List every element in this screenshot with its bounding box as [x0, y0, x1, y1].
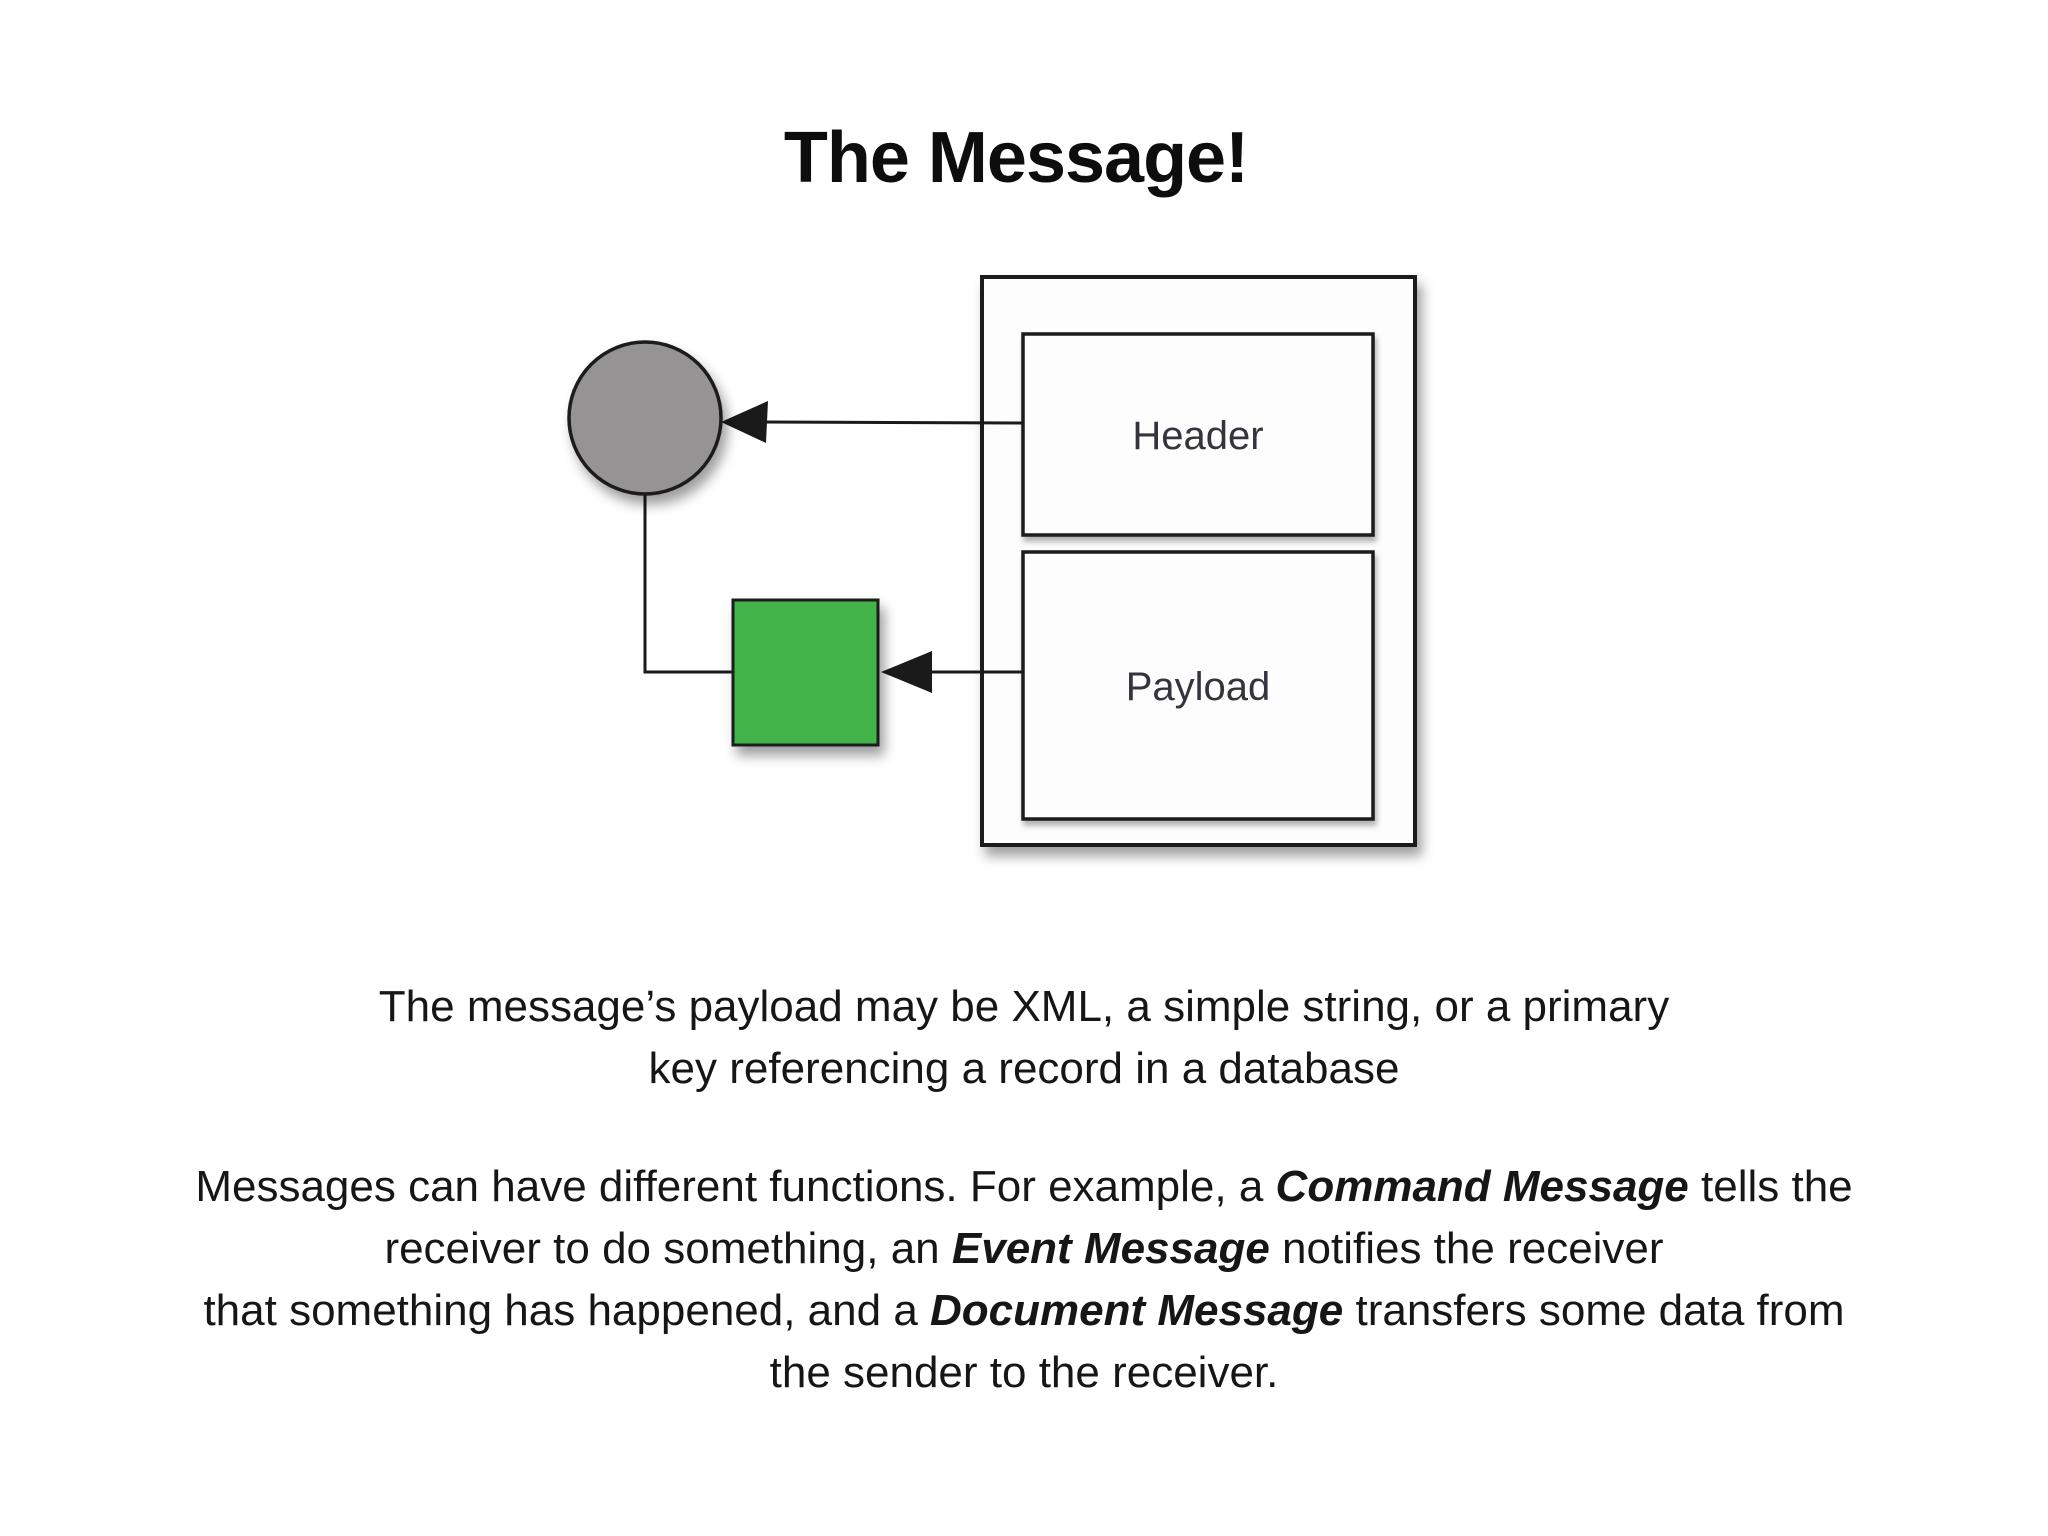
text-segment: the sender to the receiver.: [769, 1348, 1279, 1397]
text-line: the sender to the receiver.: [0, 1342, 2048, 1404]
emphasized-term: Document Message: [930, 1286, 1344, 1335]
header-arrowhead-icon: [721, 401, 768, 443]
text-segment: notifies the receiver: [1269, 1224, 1664, 1273]
text-segment: key referencing a record in a database: [648, 1044, 1400, 1093]
text-line: receiver to do something, an Event Messa…: [0, 1218, 2048, 1280]
header-arrow-line: [763, 420, 1024, 425]
diagram-canvas: Header Payload: [567, 275, 1417, 847]
circle-to-square-connector-line: [643, 492, 733, 674]
text-segment: Messages can have different functions. F…: [195, 1162, 1276, 1211]
green-square-payload-symbol: [731, 598, 880, 747]
message-structure-diagram: Header Payload: [420, 210, 1540, 890]
paragraph-payload-description: The message’s payload may be XML, a simp…: [0, 976, 2048, 1100]
payload-label: Payload: [1126, 665, 1271, 709]
text-line: The message’s payload may be XML, a simp…: [0, 976, 2048, 1038]
header-box: [1021, 332, 1375, 537]
emphasized-term: Command Message: [1275, 1162, 1689, 1211]
header-label: Header: [1132, 414, 1263, 458]
gray-circle-header-symbol: [567, 340, 723, 496]
page-title: The Message!: [783, 118, 1249, 198]
text-segment: receiver to do something, an: [384, 1224, 952, 1273]
text-segment: that something has happened, and a: [203, 1286, 931, 1335]
text-segment: transfers some data from: [1343, 1286, 1845, 1335]
payload-arrowhead-icon: [881, 651, 932, 693]
text-segment: The message’s payload may be XML, a simp…: [378, 982, 1670, 1031]
text-line: that something has happened, and a Docum…: [0, 1280, 2048, 1342]
text-line: key referencing a record in a database: [0, 1038, 2048, 1100]
paragraph-message-functions: Messages can have different functions. F…: [0, 1156, 2048, 1404]
text-line: Messages can have different functions. F…: [0, 1156, 2048, 1218]
text-segment: tells the: [1688, 1162, 1853, 1211]
emphasized-term: Event Message: [951, 1224, 1270, 1273]
payload-box: [1021, 550, 1375, 821]
